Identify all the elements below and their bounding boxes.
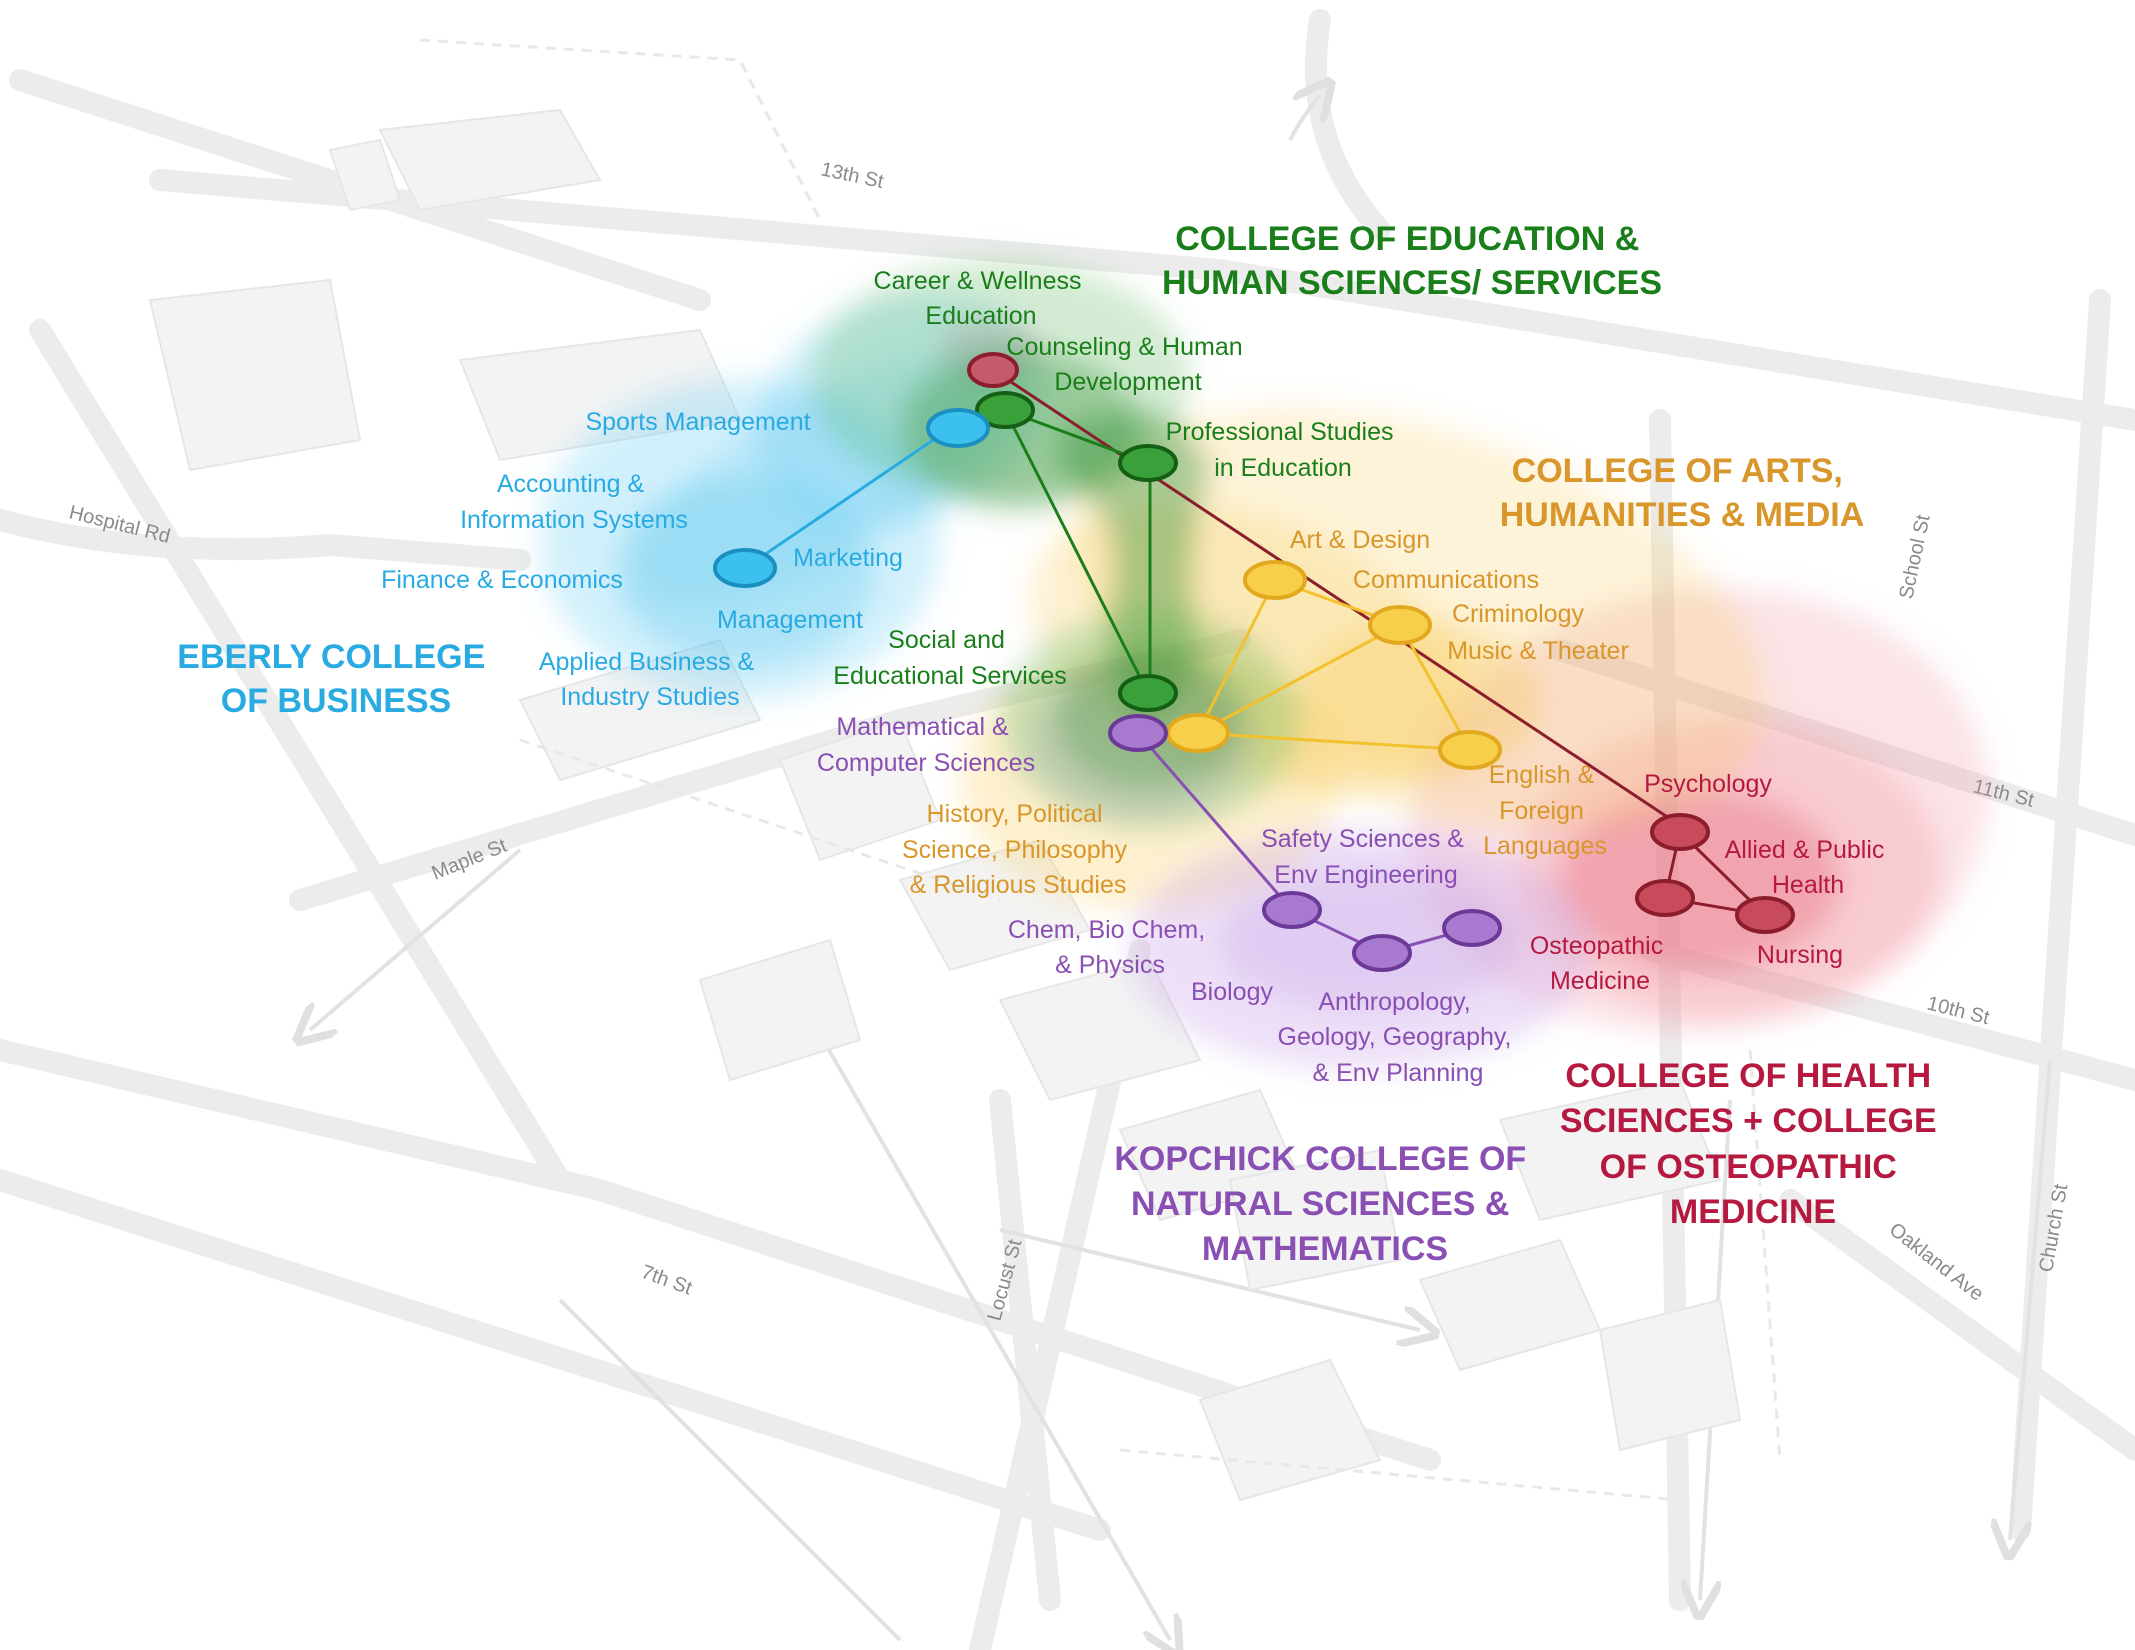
link-health-nodes [1663, 830, 1770, 918]
label-art: Art & Design [1290, 526, 1430, 554]
label-math: Mathematical & Computer Sciences [817, 713, 1035, 777]
node-sports[interactable] [926, 408, 990, 448]
program-nodes [713, 352, 1795, 972]
college-labels: COLLEGE OF EDUCATION & HUMAN SCIENCES/ S… [177, 220, 1946, 1268]
node-communications[interactable] [1368, 605, 1432, 645]
label-criminology: Criminology [1452, 600, 1584, 628]
node-nursing[interactable] [1735, 896, 1795, 934]
node-counseling[interactable] [975, 391, 1035, 429]
label-management: Management [717, 606, 863, 634]
node-social[interactable] [1118, 674, 1178, 712]
street-7th [0, 1039, 1441, 1471]
link-arts [1192, 578, 1473, 752]
college-business-title: EBERLY COLLEGE OF BUSINESS [177, 638, 494, 720]
program-labels: Career & Wellness Education Counseling &… [381, 267, 1892, 1087]
program-links [744, 368, 1770, 955]
college-arts-title: COLLEGE OF ARTS, HUMANITIES & MEDIA [1500, 452, 1865, 534]
label-safety: Safety Sciences & Env Engineering [1261, 825, 1471, 889]
node-business[interactable] [713, 548, 777, 588]
node-biology[interactable] [1442, 909, 1502, 947]
label-marketing: Marketing [793, 544, 903, 572]
college-education-title: COLLEGE OF EDUCATION & HUMAN SCIENCES/ S… [1162, 220, 1662, 302]
label-english: English & Foreign Languages [1483, 761, 1607, 860]
label-allied: Allied & Public Health [1725, 836, 1892, 899]
node-english[interactable] [1438, 730, 1502, 770]
node-professional[interactable] [1118, 444, 1178, 482]
node-psychology[interactable] [1650, 813, 1710, 851]
node-osteo[interactable] [1635, 879, 1695, 917]
label-professional: Professional Studies in Education [1166, 418, 1401, 482]
street-church [2009, 289, 2111, 1541]
street-oakland [1779, 1189, 2135, 1461]
link-science [1136, 732, 1473, 955]
node-career[interactable] [967, 352, 1019, 388]
link-business [744, 421, 959, 570]
label-chem: Chem, Bio Chem, & Physics [1008, 916, 1212, 979]
label-sports: Sports Management [585, 408, 810, 436]
node-history[interactable] [1166, 713, 1230, 753]
college-health-title: COLLEGE OF HEALTH SCIENCES + COLLEGE OF … [1560, 1057, 1946, 1231]
college-science-title: KOPCHICK COLLEGE OF NATURAL SCIENCES & M… [1114, 1140, 1535, 1268]
label-biology: Biology [1191, 978, 1273, 1006]
label-psychology: Psychology [1644, 770, 1772, 798]
label-communications: Communications [1353, 566, 1539, 594]
node-safety[interactable] [1262, 891, 1322, 929]
label-career: Career & Wellness Education [874, 267, 1089, 330]
node-anthro[interactable] [1352, 934, 1412, 972]
label-counseling: Counseling & Human Development [1006, 333, 1249, 396]
label-nursing: Nursing [1757, 941, 1843, 969]
link-health [992, 368, 1691, 834]
label-applied: Applied Business & Industry Studies [539, 648, 761, 711]
label-osteo: Osteopathic Medicine [1530, 932, 1670, 995]
label-history: History, Political Science, Philosophy &… [902, 800, 1134, 899]
label-anthro: Anthropology, Geology, Geography, & Env … [1278, 988, 1519, 1087]
node-art[interactable] [1243, 560, 1307, 600]
label-finance: Finance & Economics [381, 566, 623, 594]
label-accounting: Accounting & Information Systems [460, 470, 688, 534]
node-math[interactable] [1108, 714, 1168, 752]
college-zones [540, 260, 1989, 1070]
label-social: Social and Educational Services [833, 626, 1066, 690]
label-music: Music & Theater [1447, 637, 1629, 665]
